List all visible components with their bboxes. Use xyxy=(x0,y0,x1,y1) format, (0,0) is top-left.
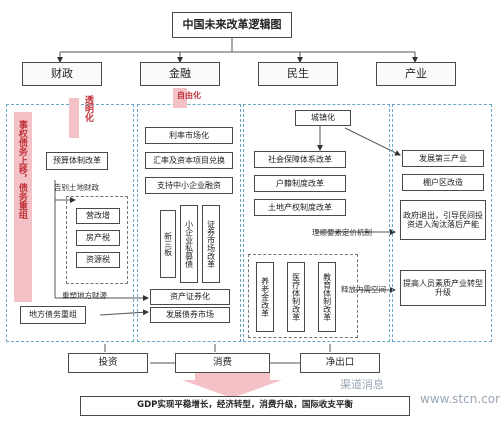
small-bank-box: 小企业私募债 xyxy=(180,205,198,283)
land-finance-label: 告别土地财政 xyxy=(54,183,99,192)
pillar-chanye: 产业 xyxy=(376,62,456,86)
left-pink-bar xyxy=(14,112,32,302)
jinrong-pink-arrow xyxy=(173,88,187,108)
left-vertical-note: 事权债务上移，债务重组 xyxy=(16,120,27,219)
release-label: 释放内需空间 xyxy=(341,285,386,294)
mechanism-label: 理顺要素定价机制 xyxy=(312,228,372,237)
consumption-box: 消费 xyxy=(175,353,270,373)
gov-exit-box: 政府退出，引导民间投资进入淘汰落后产能 xyxy=(400,200,486,240)
tax-property: 房产税 xyxy=(76,230,120,246)
finance-region xyxy=(137,104,241,342)
watermark-left: 渠道消息 xyxy=(340,378,384,391)
pillar-jinrong: 金融 xyxy=(140,62,220,86)
new3-box: 新三板 xyxy=(160,210,176,278)
diagram-title: 中国未来改革逻辑图 xyxy=(172,12,292,38)
fx-box: 汇率及资本项目兑换 xyxy=(145,152,233,169)
land-rights-box: 土地产权制度改革 xyxy=(254,199,346,216)
pension-box: 养老金改革 xyxy=(256,262,274,332)
pillar-minsheng: 民生 xyxy=(258,62,338,86)
gdp-box: GDP实现平稳增长，经济转型，消费升级，国际收支平衡 xyxy=(80,396,410,416)
watermark-right: www.stcn.com xyxy=(420,392,500,406)
tax-group xyxy=(66,196,128,284)
jinrong-note: 自由化 xyxy=(177,91,201,100)
social-security-box: 社会保障体系改革 xyxy=(254,151,346,168)
education-box: 教育体制改革 xyxy=(318,262,336,332)
upgrade-box: 提高人员素质产业转型升级 xyxy=(400,270,486,306)
tax-resource: 资源税 xyxy=(76,252,120,268)
net-export-box: 净出口 xyxy=(300,353,380,373)
livelihood-region xyxy=(243,104,390,342)
medical-box: 医疗体制改革 xyxy=(287,262,305,332)
tax-yingaizeng: 营改增 xyxy=(76,208,120,224)
pillar-caizheng: 财政 xyxy=(22,62,102,86)
rate-box: 利率市场化 xyxy=(145,127,233,144)
urbanization-box: 城镇化 xyxy=(295,110,351,126)
local-debt-box: 地方债务重组 xyxy=(20,306,86,324)
hukou-box: 户籍制度改革 xyxy=(254,175,346,192)
sme-box: 支持中小企业融资 xyxy=(145,177,233,194)
rebuild-label: 重塑地方财源 xyxy=(62,291,107,300)
industry-region xyxy=(392,104,492,342)
abs-box: 资产证券化 xyxy=(150,289,230,305)
tertiary-box: 发展第三产业 xyxy=(402,150,484,167)
reform-group xyxy=(248,254,358,338)
shanty-box: 棚户区改造 xyxy=(402,174,484,191)
budget-reform-box: 预算体制改革 xyxy=(46,152,108,170)
bond-box: 发展债券市场 xyxy=(150,307,230,323)
reg-box: 证券市场改革 xyxy=(202,205,220,283)
caizheng-note: 透明化 xyxy=(82,95,93,122)
investment-box: 投资 xyxy=(68,353,148,373)
caizheng-pink-arrow xyxy=(69,98,79,138)
